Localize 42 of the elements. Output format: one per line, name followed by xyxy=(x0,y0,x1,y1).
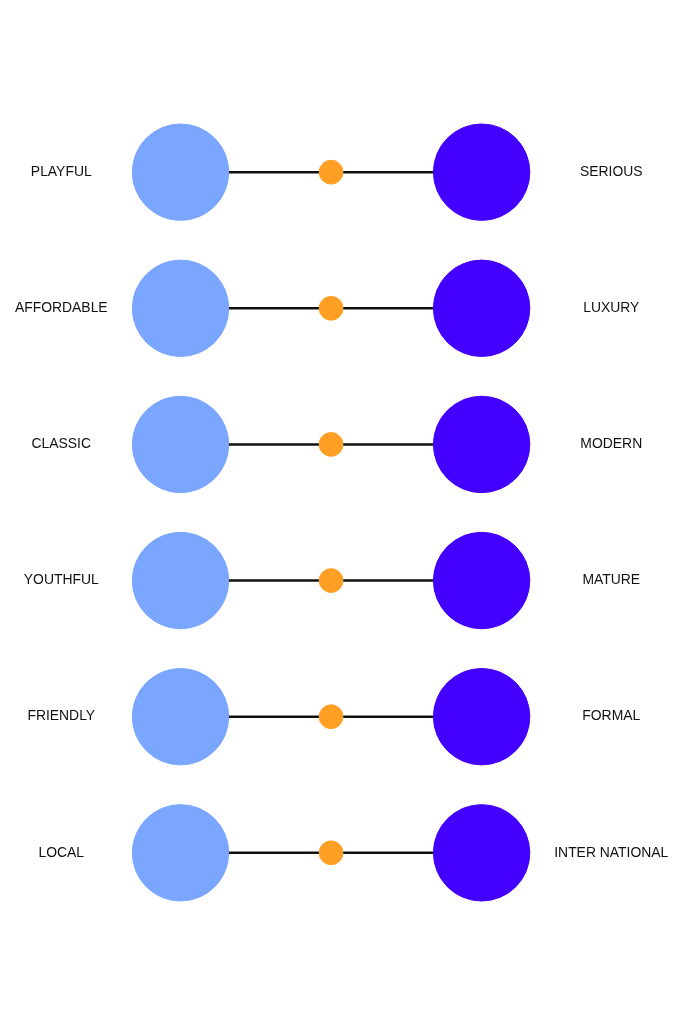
node-label: SERIOUS xyxy=(579,162,643,179)
node-circle xyxy=(432,122,531,221)
connector xyxy=(343,306,434,310)
node-circle xyxy=(318,567,344,593)
node-circle xyxy=(318,431,344,457)
node-circle xyxy=(318,295,344,321)
node-circle xyxy=(432,667,531,765)
connector xyxy=(228,714,319,718)
node-circle xyxy=(432,395,531,493)
node-label: INTER NATIONAL xyxy=(554,843,669,860)
connector xyxy=(228,442,319,446)
connector xyxy=(343,442,434,446)
node-label: FORMAL xyxy=(582,706,641,723)
node-circle xyxy=(131,259,230,357)
node-circle xyxy=(318,703,344,729)
node-circle xyxy=(131,395,230,493)
connector xyxy=(343,170,434,173)
connector xyxy=(343,851,434,854)
node-label: LUXURY xyxy=(583,298,640,315)
node-label: FRIENDLY xyxy=(27,706,96,723)
connector xyxy=(228,851,319,854)
node-circle xyxy=(131,122,230,221)
connector xyxy=(343,714,434,718)
node-label: YOUTHFUL xyxy=(23,570,99,587)
connector xyxy=(228,306,319,310)
node-circle xyxy=(318,839,344,865)
node-circle xyxy=(432,259,531,357)
node-label: AFFORDABLE xyxy=(14,298,108,315)
node-circle xyxy=(131,531,230,629)
node-label: CLASSIC xyxy=(31,434,92,451)
connector xyxy=(343,578,434,582)
connector xyxy=(228,578,319,582)
node-label: PLAYFUL xyxy=(30,162,92,179)
node-circle xyxy=(131,667,230,765)
node-label: MATURE xyxy=(582,570,641,587)
node-circle xyxy=(432,531,531,629)
node-circle xyxy=(318,159,344,185)
connector xyxy=(228,170,319,173)
node-circle xyxy=(131,803,230,902)
node-label: LOCAL xyxy=(38,843,85,860)
node-label: MODERN xyxy=(580,434,643,451)
node-circle xyxy=(432,803,531,902)
